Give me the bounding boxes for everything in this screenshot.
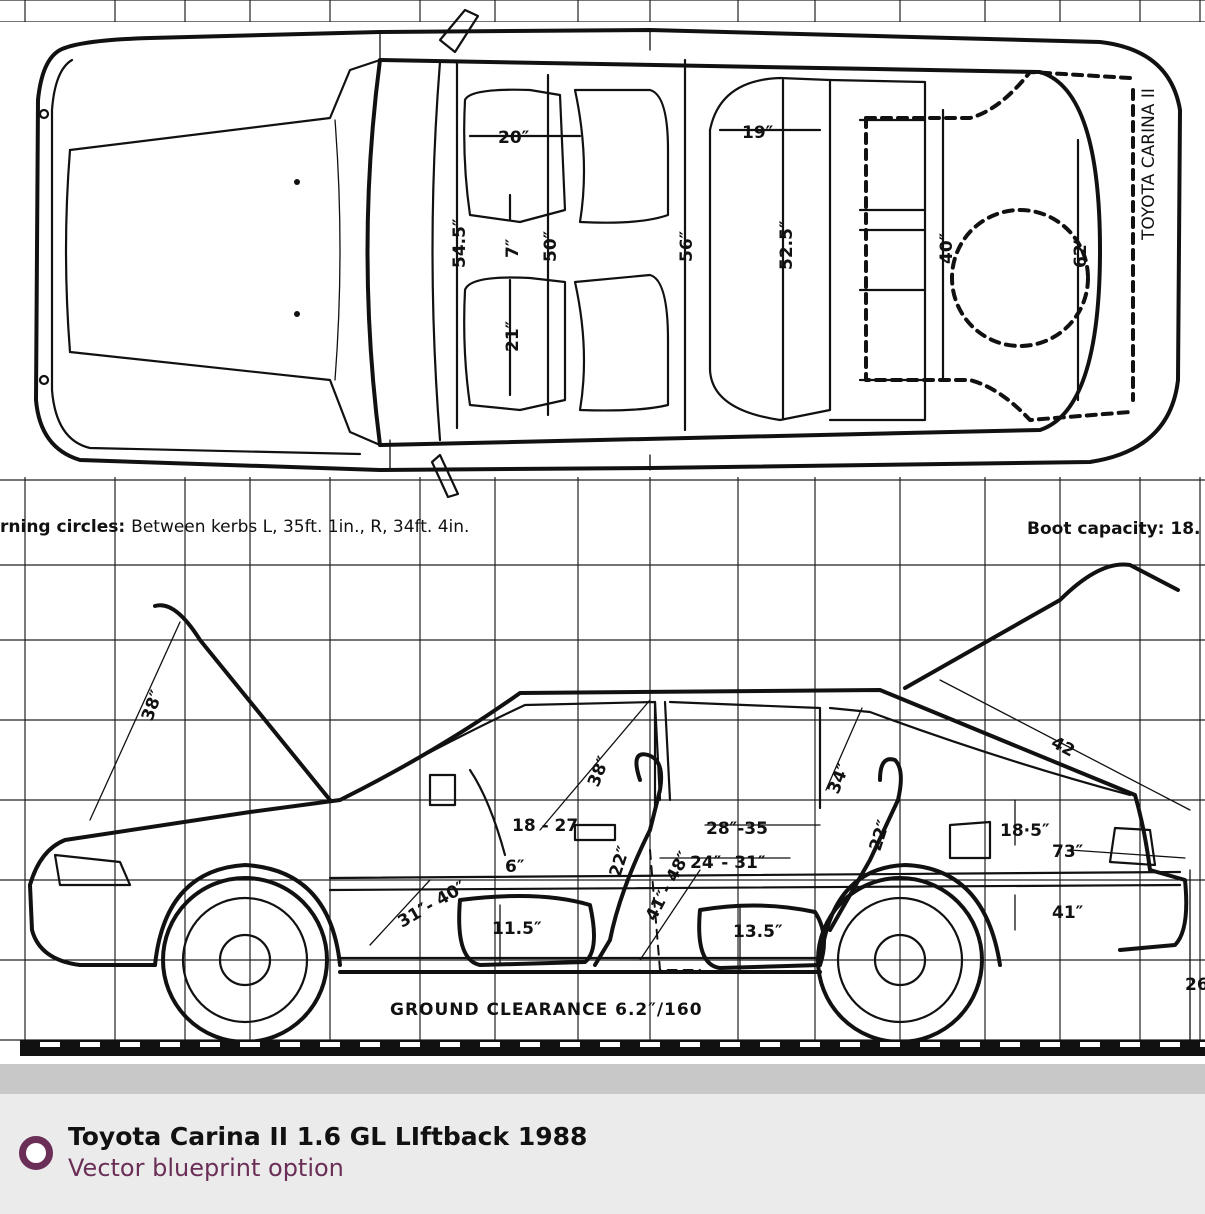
blueprint-subtitle[interactable]: Vector blueprint option (68, 1154, 344, 1182)
dim-front-seat-width: 20″ (498, 128, 530, 148)
divider-bar (0, 1064, 1205, 1094)
dim-bonnet-open: 38″ (138, 687, 168, 724)
dim-front-width: 54.5″ (450, 218, 470, 268)
dim-sill-height: 26 (1185, 975, 1205, 995)
top-view-car (0, 8, 1205, 499)
dim-rear-headroom: 34″ (824, 760, 854, 797)
dim-rear-back: 22″ (866, 817, 895, 853)
spec-notes: rning circles: Between kerbs L, 35ft. 1in… (0, 517, 1201, 539)
dim-boot-floor-length: 41″ (1052, 903, 1084, 923)
top-view-labels: 20″ 19″ 54.5″ 7″ 50″ 56″ 52.5″ 40″ 62″ 2… (450, 88, 1159, 352)
side-view-car (28, 562, 1191, 1044)
dim-seat-gap: 7″ (503, 238, 523, 258)
dim-hatch-open: 42 (1048, 733, 1078, 762)
dim-rear-cushion: 13.5″ (733, 922, 783, 942)
dim-rear-space: 28″-35 (706, 819, 768, 839)
caption-footer: Toyota Carina II 1.6 GL LIftback 1988 Ve… (0, 1094, 1205, 1214)
dim-boot-width: 62″ (1071, 236, 1091, 268)
dim-rear-width: 52.5″ (777, 220, 797, 270)
dim-cabin-width: 56″ (677, 230, 697, 262)
ground-clearance-label: GROUND CLEARANCE 6.2″/160 (390, 1000, 703, 1020)
dim-pedal: 6″ (505, 857, 525, 877)
dim-front-cushion: 11.5″ (492, 919, 542, 939)
model-label: TOYOTA CARINA II (1139, 88, 1159, 241)
dim-front-shoulder: 50″ (541, 230, 561, 262)
turning-circles-label: rning circles: (0, 517, 125, 537)
dim-front-legroom: 18 - 27 (512, 816, 578, 836)
blueprint-title: Toyota Carina II 1.6 GL LIftback 1988 (68, 1122, 588, 1151)
turning-circles-value: Between kerbs L, 35ft. 1in., R, 34ft. 4i… (131, 517, 469, 537)
scale-ruler (20, 1040, 1205, 1056)
dim-boot-length: 73″ (1052, 842, 1084, 862)
dim-boot-height: 18·5″ (1000, 821, 1050, 841)
boot-capacity-label: Boot capacity: 18. (1027, 519, 1201, 539)
svg-text:rning circles:Between kerbs L,: rning circles: Between kerbs L, 35ft. 1in… (0, 517, 469, 537)
dim-seat-depth: 21″ (503, 320, 523, 352)
radio-circle-icon[interactable] (19, 1136, 53, 1170)
dim-boot-floor: 40″ (937, 232, 957, 264)
dim-rear-seat-width: 19″ (742, 123, 774, 143)
dim-knee-room: 24″- 31″ (690, 853, 766, 873)
dim-front-headroom: 38″ (584, 753, 614, 790)
blueprint-drawing: 20″ 19″ 54.5″ 7″ 50″ 56″ 52.5″ 40″ 62″ 2… (0, 0, 1205, 1056)
